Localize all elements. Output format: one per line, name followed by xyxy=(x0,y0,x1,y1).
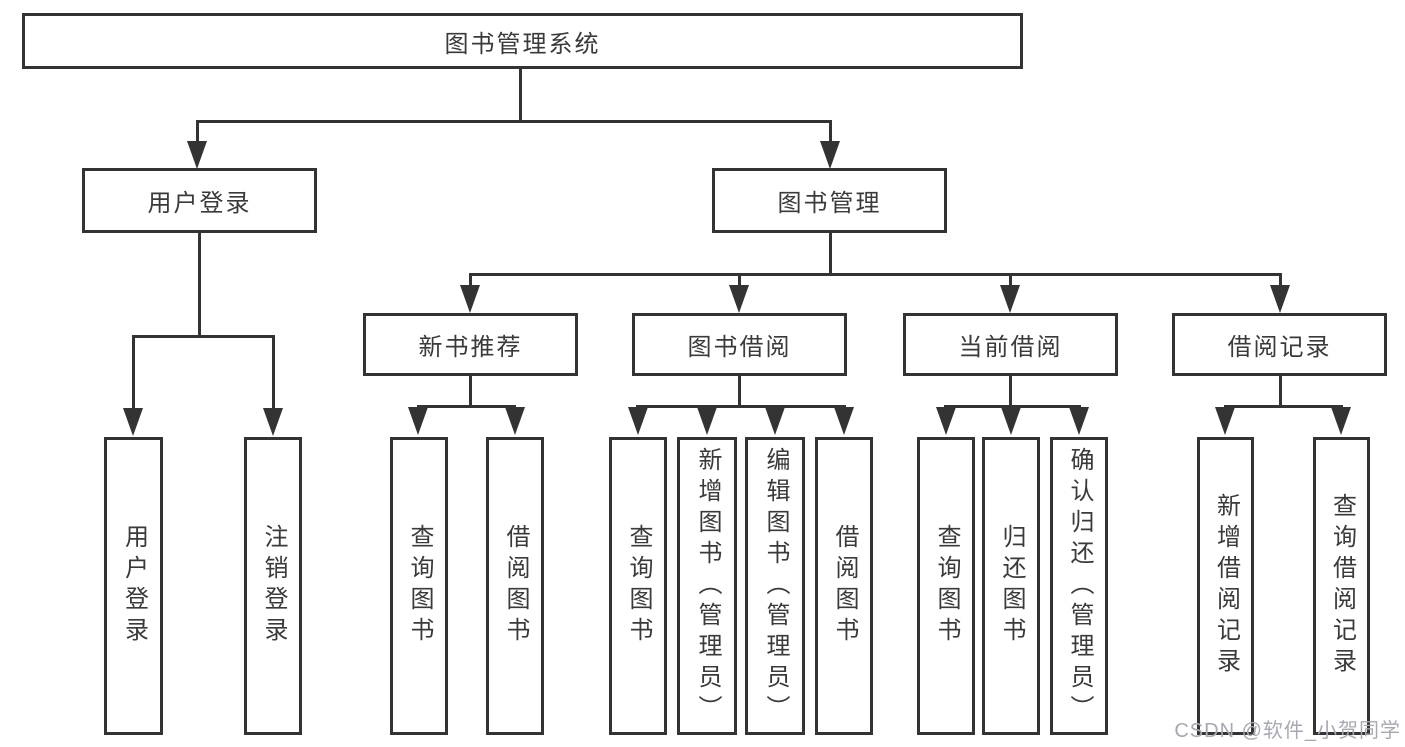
node-borrowing-records: 借阅记录 xyxy=(1172,313,1387,376)
leaf-add-book-admin: 新增图书（管理员） xyxy=(677,437,737,735)
connector-line xyxy=(738,376,741,406)
leaf-return-book: 归还图书 xyxy=(982,437,1040,735)
connector-line xyxy=(1009,376,1012,406)
leaf-label: 确认归还（管理员） xyxy=(1066,446,1093,726)
connector-line xyxy=(469,273,472,286)
leaf-label: 新增图书（管理员） xyxy=(694,446,721,726)
node-new-book-recommendation: 新书推荐 xyxy=(363,313,578,376)
connector-line xyxy=(196,120,832,123)
leaf-label: 编辑图书（管理员） xyxy=(762,446,789,726)
arrow-down-icon xyxy=(187,141,207,169)
connector-line xyxy=(272,335,275,408)
leaf-query-books-recommend: 查询图书 xyxy=(390,437,448,735)
leaf-label: 新增借阅记录 xyxy=(1212,493,1240,679)
connector-line xyxy=(417,405,516,408)
arrow-down-icon xyxy=(729,285,749,313)
leaf-label: 注销登录 xyxy=(260,524,287,648)
node-current-borrowing: 当前借阅 xyxy=(903,313,1118,376)
connector-line xyxy=(1279,376,1282,406)
node-book-borrowing: 图书借阅 xyxy=(632,313,847,376)
connector-line xyxy=(636,405,846,408)
leaf-edit-book-admin: 编辑图书（管理员） xyxy=(745,437,805,735)
node-root: 图书管理系统 xyxy=(22,13,1023,69)
arrow-down-icon xyxy=(1069,407,1089,435)
leaf-user-login: 用户登录 xyxy=(104,437,163,735)
arrow-down-icon xyxy=(408,407,428,435)
connector-line xyxy=(1279,273,1282,286)
connector-line xyxy=(829,120,832,142)
leaf-label: 查询图书 xyxy=(406,524,433,648)
leaf-query-books-borrowing: 查询图书 xyxy=(609,437,667,735)
arrow-down-icon xyxy=(1001,407,1021,435)
leaf-confirm-return-admin: 确认归还（管理员） xyxy=(1050,437,1108,735)
arrow-down-icon xyxy=(123,408,143,436)
leaf-query-borrow-record: 查询借阅记录 xyxy=(1313,437,1370,735)
arrow-down-icon xyxy=(1270,285,1290,313)
connector-line xyxy=(738,273,741,286)
connector-line xyxy=(132,335,135,408)
arrow-down-icon xyxy=(1331,407,1351,435)
arrow-down-icon xyxy=(820,141,840,169)
leaf-query-books-current: 查询图书 xyxy=(917,437,975,735)
node-book-management: 图书管理 xyxy=(712,168,947,233)
leaf-borrow-books: 借阅图书 xyxy=(815,437,873,735)
leaf-label: 归还图书 xyxy=(998,524,1025,648)
arrow-down-icon xyxy=(834,407,854,435)
connector-line xyxy=(1224,405,1343,408)
arrow-down-icon xyxy=(263,408,283,436)
leaf-label: 查询借阅记录 xyxy=(1328,493,1356,679)
connector-line xyxy=(196,120,199,142)
connector-line xyxy=(1009,273,1012,286)
connector-line xyxy=(198,233,201,335)
arrow-down-icon xyxy=(765,407,785,435)
connector-line xyxy=(519,69,522,120)
connector-line xyxy=(829,233,832,273)
leaf-label: 用户登录 xyxy=(120,524,148,648)
arrow-down-icon xyxy=(1000,285,1020,313)
connector-line xyxy=(469,376,472,406)
node-user-login: 用户登录 xyxy=(82,168,317,233)
leaf-label: 查询图书 xyxy=(933,524,960,648)
leaf-label: 查询图书 xyxy=(625,524,652,648)
arrow-down-icon xyxy=(628,407,648,435)
leaf-label: 借阅图书 xyxy=(831,524,858,648)
watermark: CSDN @软件_小贺同学 xyxy=(1174,720,1401,742)
connector-line xyxy=(944,405,1081,408)
leaf-label: 借阅图书 xyxy=(502,524,529,648)
arrow-down-icon xyxy=(697,407,717,435)
arrow-down-icon xyxy=(936,407,956,435)
leaf-logout: 注销登录 xyxy=(244,437,302,735)
leaf-borrow-books-recommend: 借阅图书 xyxy=(486,437,544,735)
leaf-add-borrow-record: 新增借阅记录 xyxy=(1197,437,1254,735)
connector-line xyxy=(469,273,1282,276)
arrow-down-icon xyxy=(505,407,525,435)
arrow-down-icon xyxy=(460,285,480,313)
arrow-down-icon xyxy=(1215,407,1235,435)
connector-line xyxy=(132,335,275,338)
